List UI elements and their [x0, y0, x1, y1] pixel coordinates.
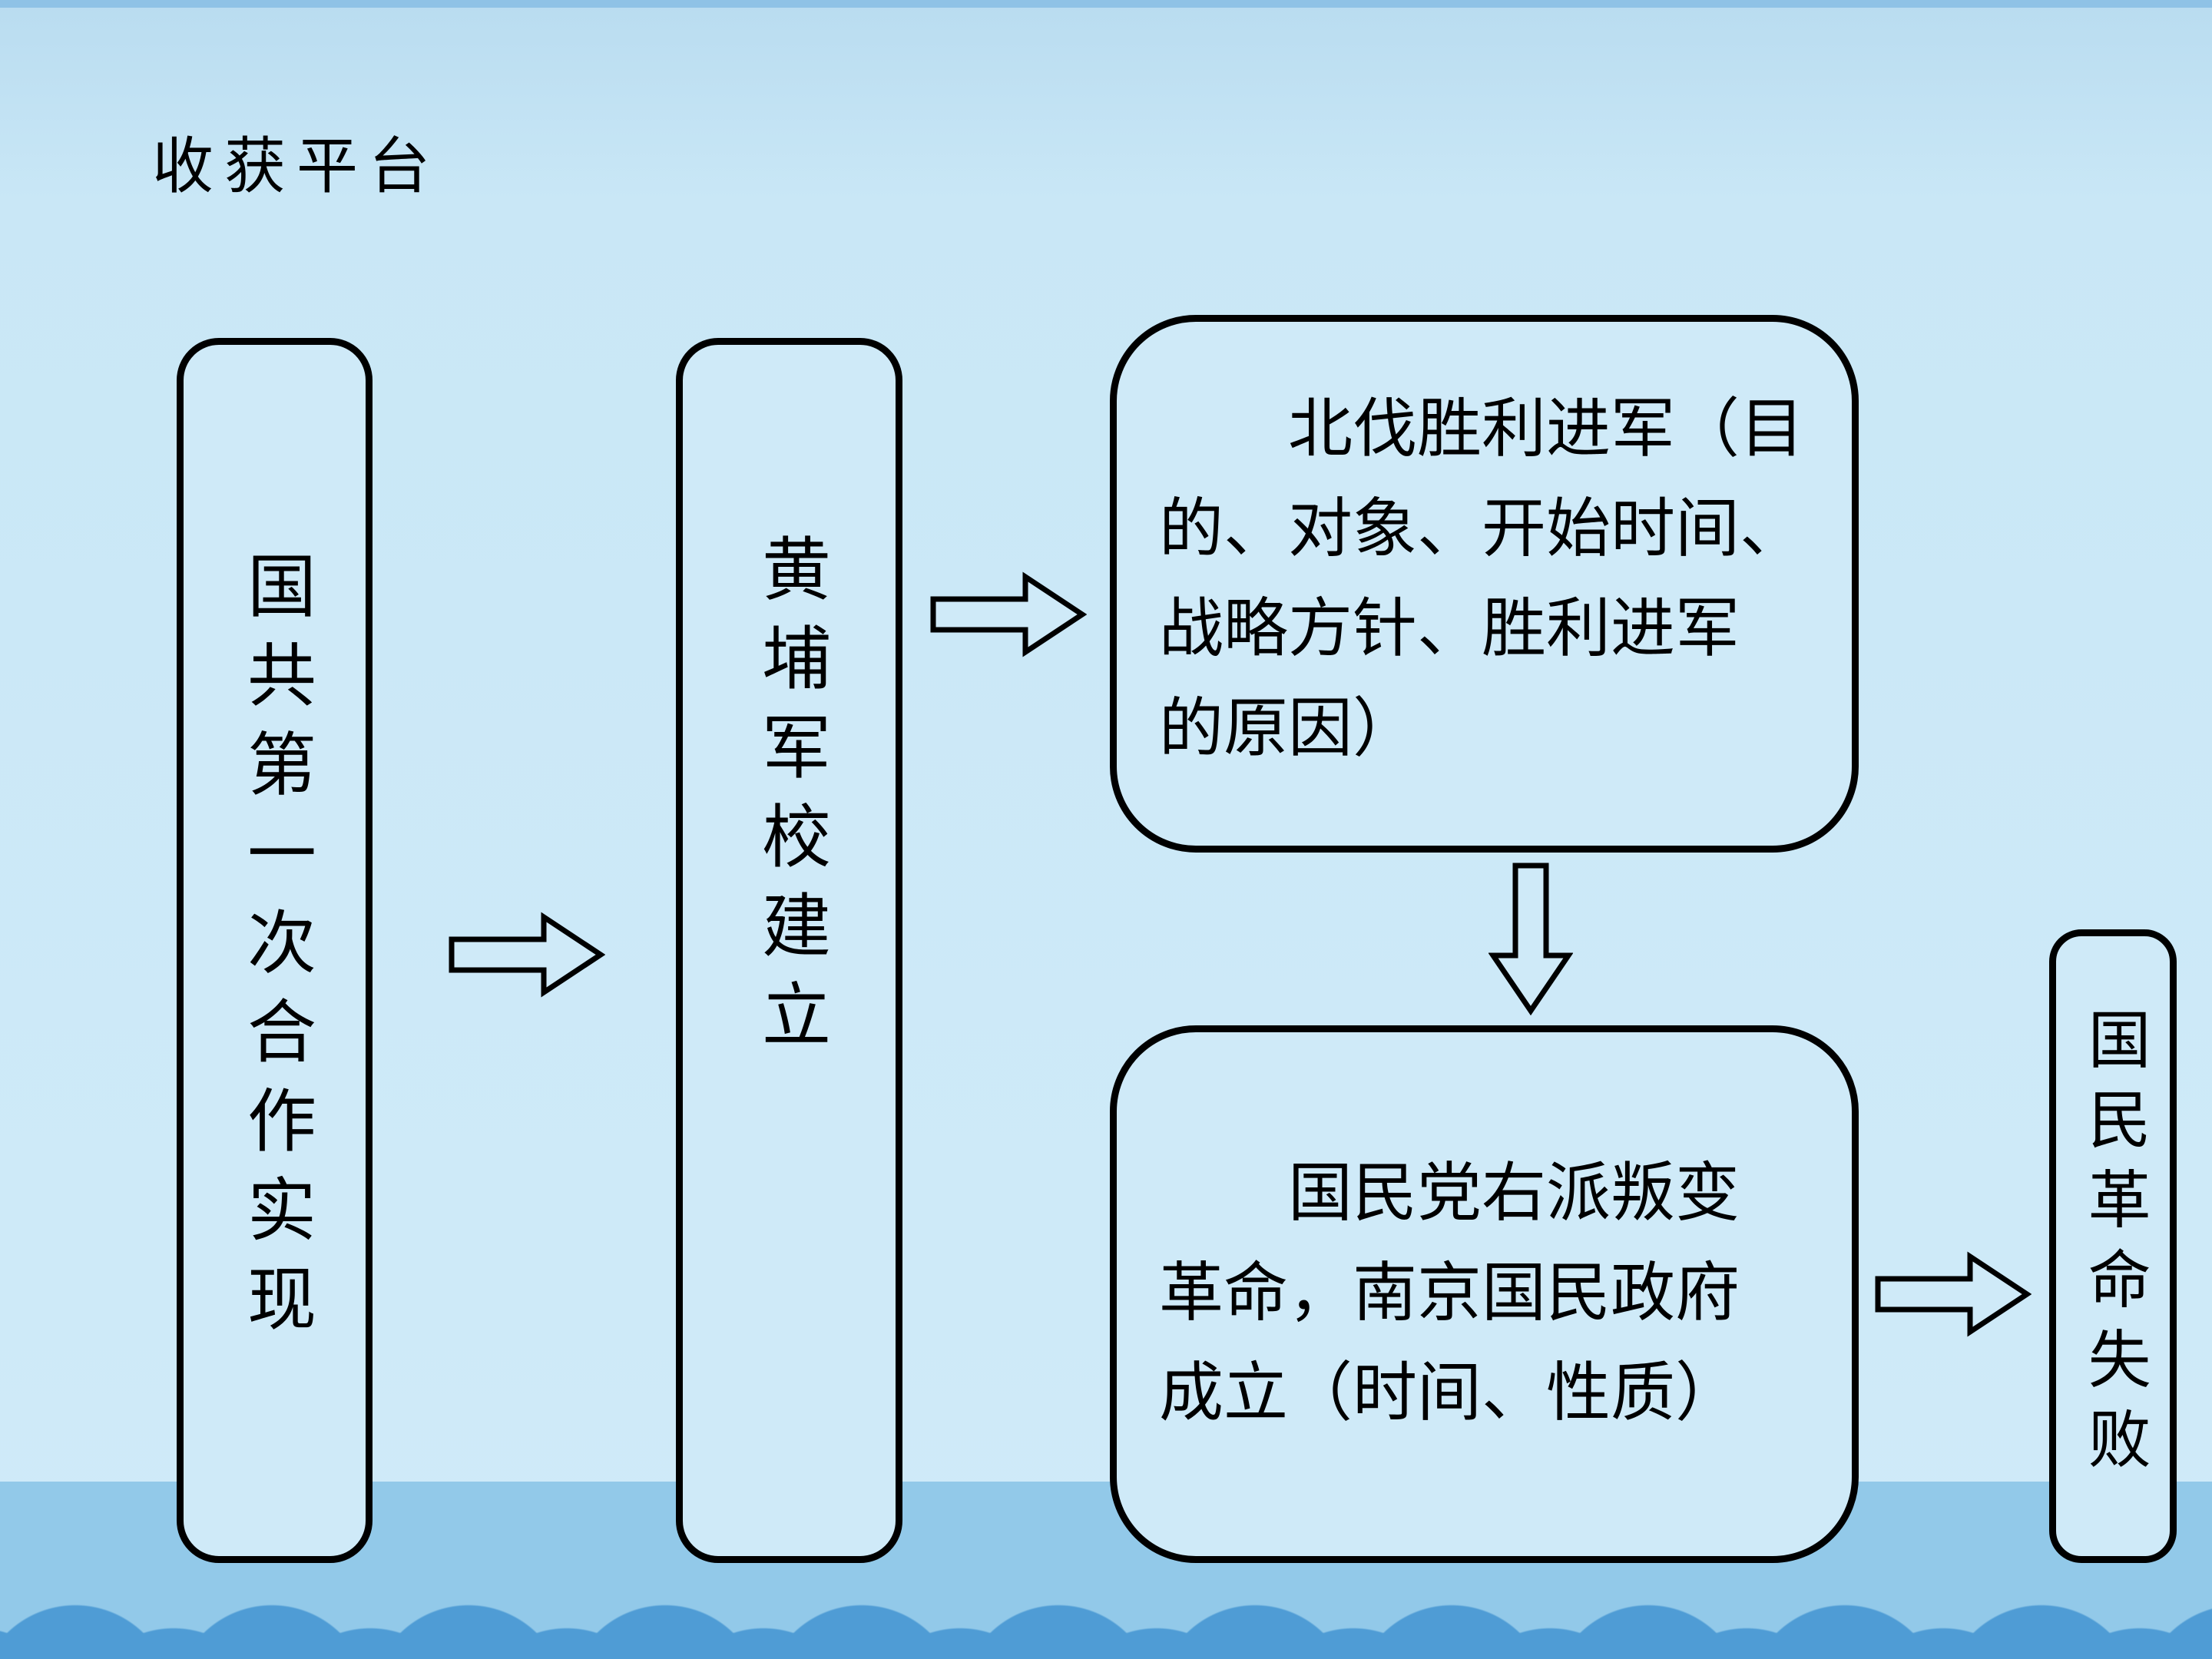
top-edge-strip — [0, 0, 2212, 8]
arrow-right-icon — [930, 571, 1087, 657]
flow-node-northern-expedition-label: 北伐胜利进军（目 的、对象、开始时间、 战略方针、胜利进军 的原因） — [1159, 394, 1805, 765]
flow-node-cooperation: 国共第一次合作实现 — [177, 338, 373, 1563]
flow-node-northern-expedition: 北伐胜利进军（目 的、对象、开始时间、 战略方针、胜利进军 的原因） — [1110, 315, 1859, 853]
slide-title: 收获平台 — [152, 134, 441, 201]
flow-node-whampoa: 黄埔军校建立 — [676, 338, 902, 1563]
flow-node-cooperation-label: 国共第一次合作实现 — [237, 549, 313, 1352]
flow-node-betrayal: 国民党右派叛变 革命，南京国民政府 成立（时间、性质） — [1110, 1025, 1859, 1563]
flow-node-revolution-failure: 国民革命失败 — [2049, 929, 2177, 1563]
arrow-down-icon — [1488, 863, 1573, 1015]
flow-node-betrayal-label: 国民党右派叛变 革命，南京国民政府 成立（时间、性质） — [1159, 1158, 1740, 1429]
arrow-right-icon — [449, 912, 605, 998]
flow-node-revolution-failure-label: 国民革命失败 — [2078, 1006, 2149, 1486]
flow-node-whampoa-label: 黄埔军校建立 — [751, 533, 827, 1068]
arrow-right-icon — [1875, 1251, 2032, 1337]
